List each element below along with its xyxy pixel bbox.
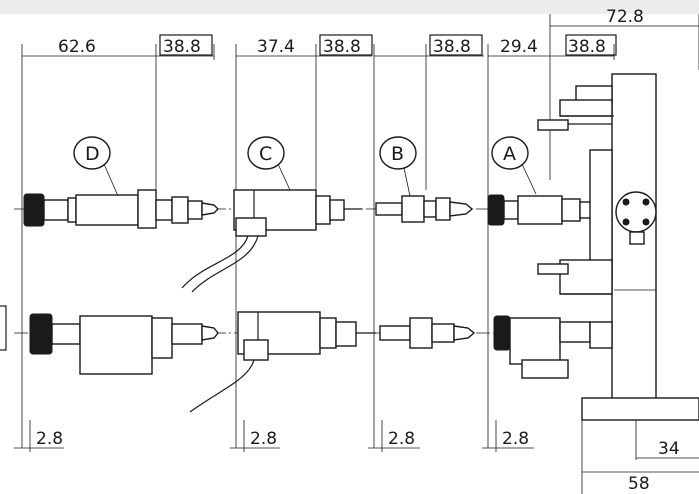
label-c-text: C <box>259 143 272 165</box>
dim-offset-1: 2.8 <box>36 429 63 449</box>
assembly-d-bottom <box>29 313 219 375</box>
bottom-row <box>14 311 613 413</box>
top-row <box>14 189 600 293</box>
dim-c-length: 37.4 <box>257 37 295 57</box>
label-d-text: D <box>85 143 100 165</box>
left-edge-bracket <box>0 305 7 351</box>
label-b-text: B <box>391 143 404 165</box>
label-c <box>247 136 291 191</box>
dim-d-box: 38.8 <box>163 37 201 57</box>
dim-offset-4: 2.8 <box>502 429 529 449</box>
dim-bottom-right-2: 58 <box>628 474 650 494</box>
label-b <box>379 136 417 197</box>
dim-b-box: 38.8 <box>433 37 471 57</box>
dim-bottom-right-1: 34 <box>658 439 680 459</box>
dim-c-box: 38.8 <box>323 37 361 57</box>
assembly-b-top <box>375 195 474 223</box>
assembly-c-bottom <box>189 311 376 413</box>
dim-offset-2: 2.8 <box>250 429 277 449</box>
dim-d-length: 62.6 <box>58 37 96 57</box>
assembly-b-bottom <box>379 317 476 349</box>
label-d <box>73 136 119 197</box>
dim-a-box-frame <box>565 34 617 56</box>
dim-a-length: 29.4 <box>500 37 538 57</box>
top-shade <box>0 0 699 14</box>
dim-top-right: 72.8 <box>606 7 644 27</box>
assembly-d-top <box>23 189 219 229</box>
label-a-text: A <box>503 143 516 165</box>
dim-a-box: 38.8 <box>568 37 606 57</box>
dim-b-box-frame <box>429 34 483 56</box>
mount-structure <box>537 73 699 421</box>
label-a <box>491 136 537 195</box>
assembly-a-top <box>487 194 595 226</box>
assembly-a-bottom <box>493 315 613 379</box>
dim-offset-3: 2.8 <box>388 429 415 449</box>
top-dimensions <box>21 14 699 448</box>
dim-c-box-frame <box>319 34 373 56</box>
assembly-c-top <box>181 189 362 293</box>
bottom-dimensions <box>14 420 699 494</box>
dim-d-box-frame <box>159 34 213 56</box>
